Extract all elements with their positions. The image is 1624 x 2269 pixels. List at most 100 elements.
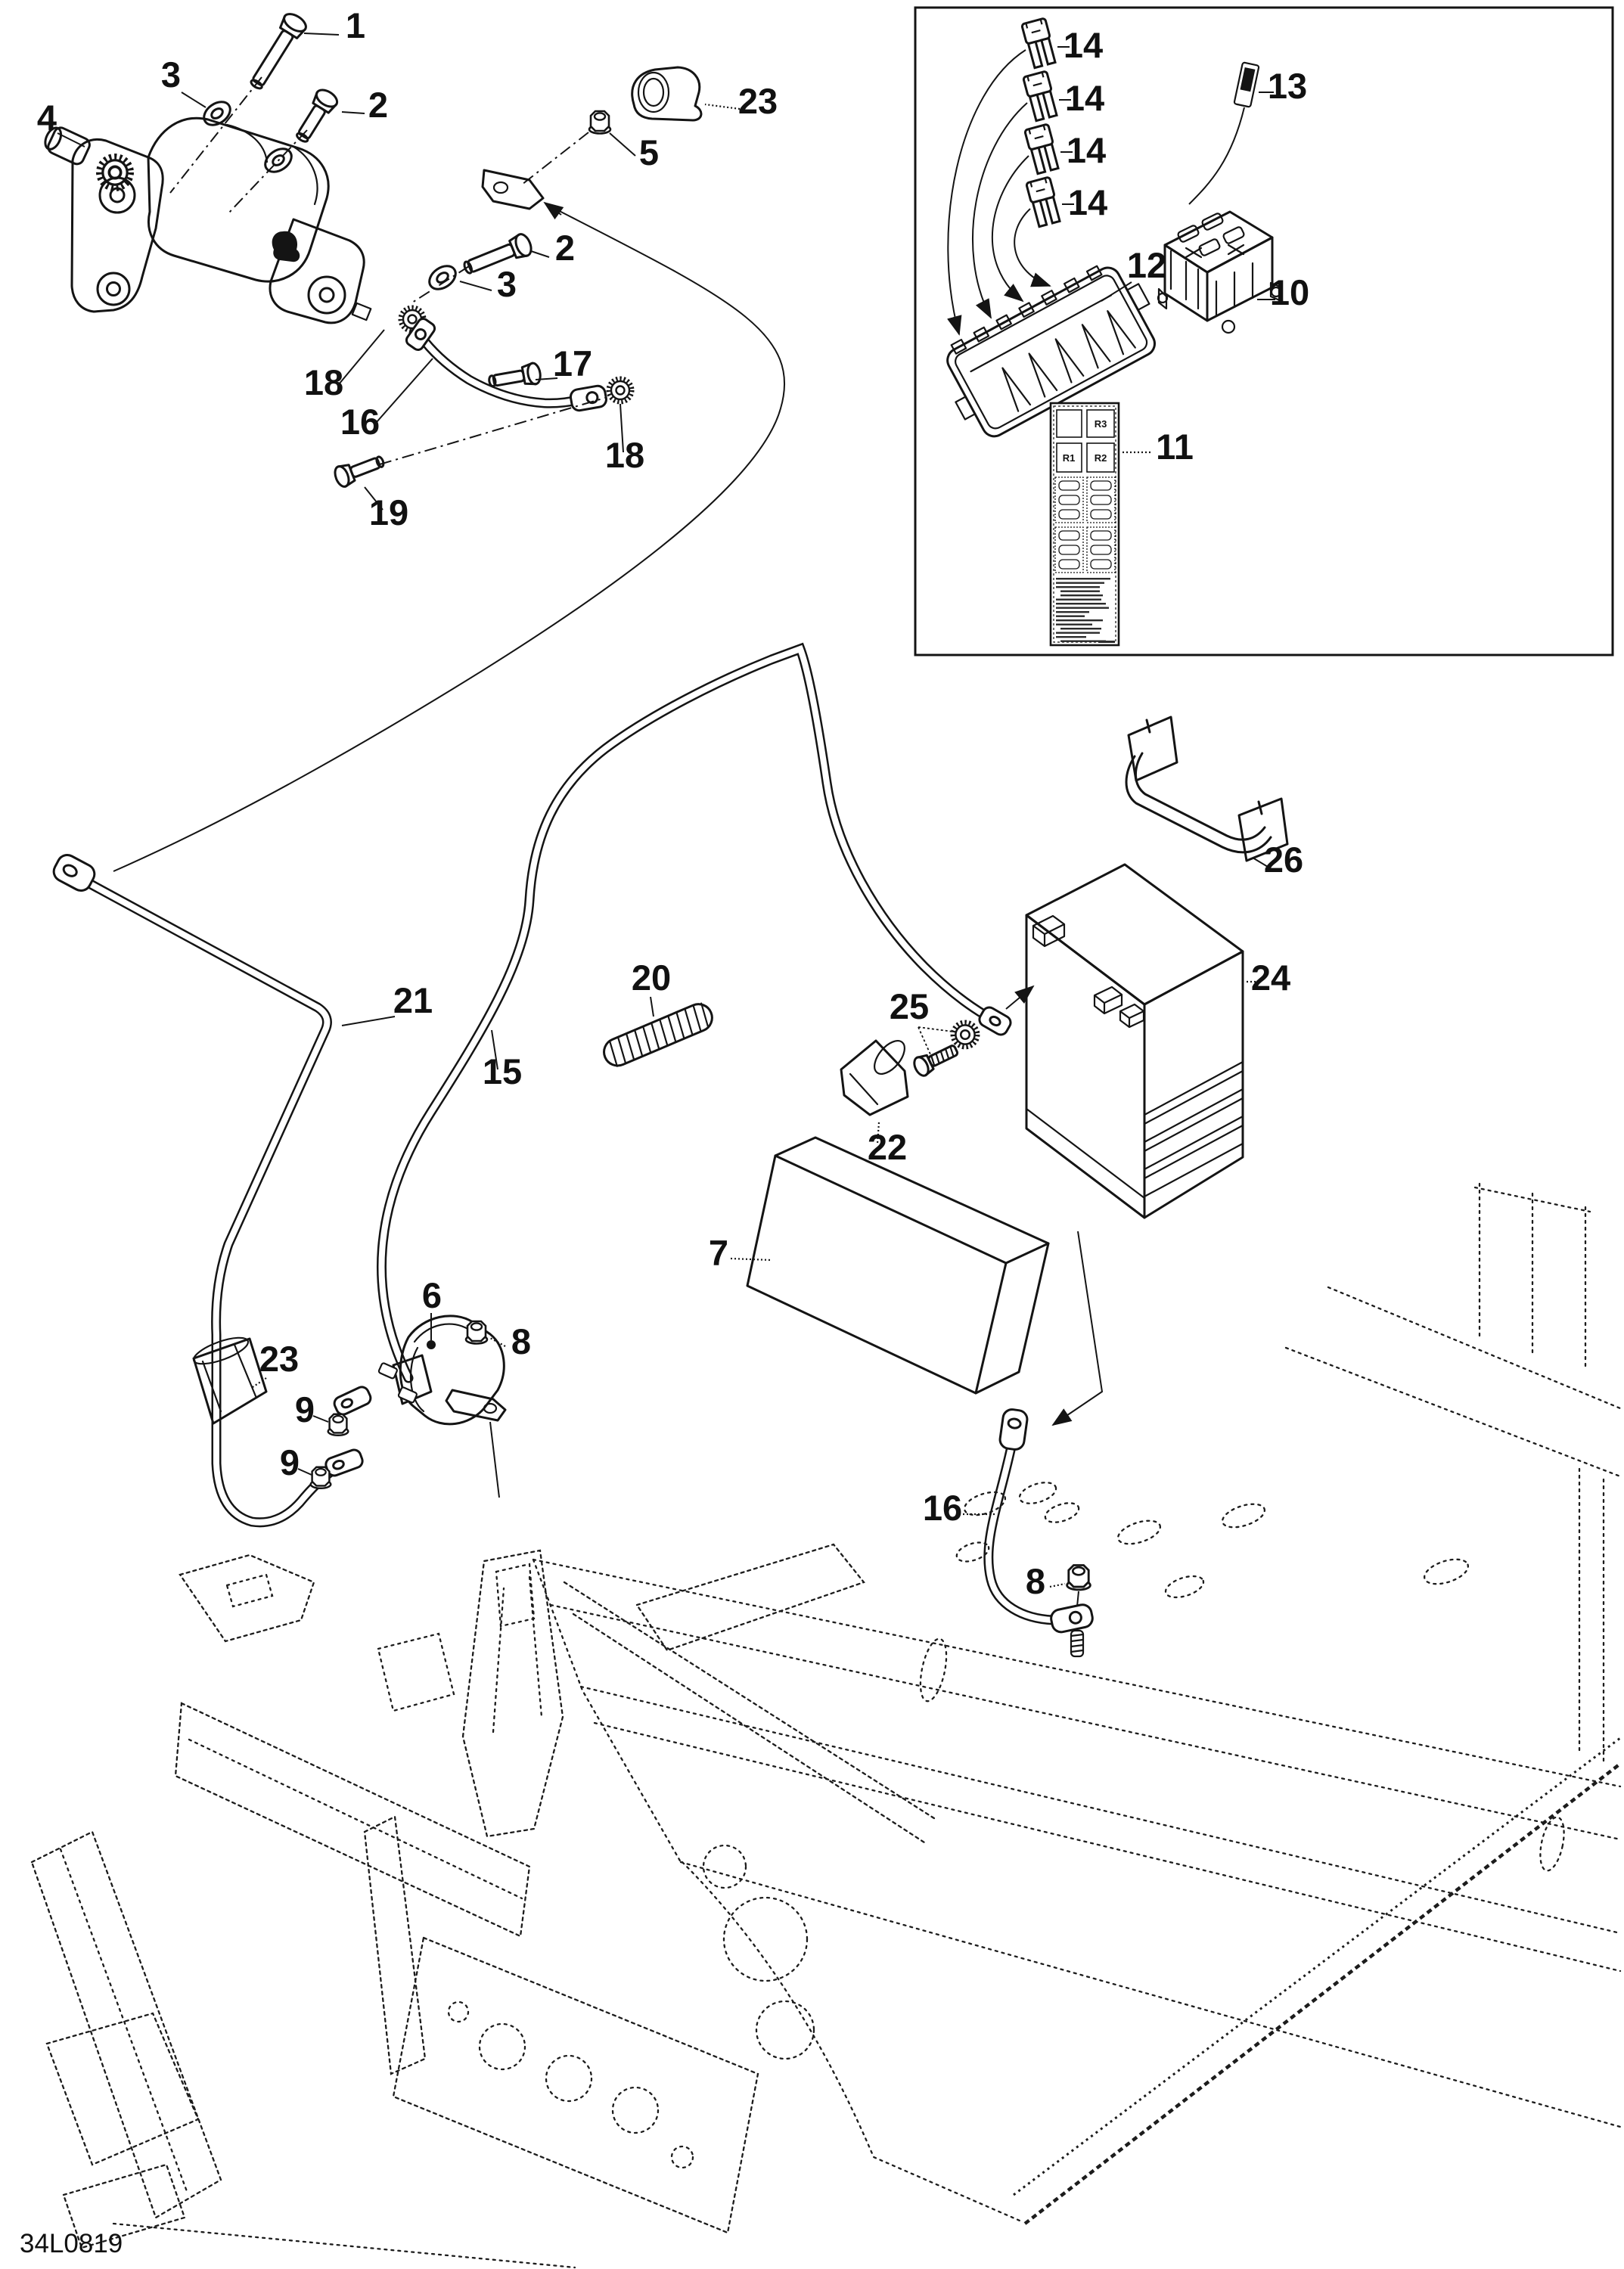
callout-2: 2 (368, 85, 388, 125)
starter-keyway (272, 231, 300, 262)
bolt-17 (488, 362, 542, 388)
cover-latch (1126, 283, 1150, 311)
relay-r3-label: R3 (1095, 418, 1107, 430)
solenoid-bracket (445, 1389, 507, 1422)
callout-16: 16 (923, 1488, 962, 1528)
callout-23: 23 (259, 1339, 299, 1379)
callout-24: 24 (1251, 958, 1290, 998)
pad-7 (746, 1136, 1050, 1395)
starter-motor-assembly (44, 116, 424, 331)
nut-9a (327, 1413, 349, 1437)
starter-bracket (70, 138, 164, 313)
fuse-leader-curves (947, 49, 1051, 336)
nut-8a (464, 1320, 489, 1345)
callout-10: 10 (1270, 272, 1309, 312)
inset-border (914, 6, 1614, 656)
battery-cable-21 (52, 853, 347, 1528)
chassis-front-bulkhead (30, 1543, 938, 2269)
callout-20: 20 (632, 958, 671, 998)
fuse-box-cover (946, 265, 1156, 438)
callout-1: 1 (346, 5, 365, 45)
starter-fasteners (113, 13, 785, 872)
callout-4: 4 (37, 98, 57, 138)
relay-r1-label: R1 (1063, 452, 1076, 464)
star-washer-18b (609, 379, 632, 402)
spring-conduit-20 (603, 1002, 713, 1067)
callout-2: 2 (555, 228, 575, 268)
callout-14: 14 (1064, 25, 1103, 65)
callout-22: 22 (868, 1127, 907, 1167)
callout-18: 18 (304, 362, 343, 402)
bolt-25 (913, 1044, 959, 1077)
starter-cable-15 (376, 642, 1035, 1383)
callout-15: 15 (483, 1051, 522, 1091)
boot-22 (840, 1039, 909, 1116)
starter-terminal-stud (351, 302, 372, 321)
decal-legend-text-lines (1056, 578, 1115, 643)
starter-cable-16 (334, 317, 632, 488)
callout-14: 14 (1068, 182, 1107, 222)
bolt-19 (334, 455, 385, 488)
callout-17: 17 (553, 343, 592, 383)
cable21-ring-terminal (52, 853, 96, 892)
callout-12: 12 (1127, 245, 1166, 285)
battery-strap (1125, 715, 1289, 862)
solenoid (377, 1313, 507, 1498)
fuse-holder-block (1157, 210, 1283, 334)
bolt-1 (250, 13, 307, 90)
callout-23: 23 (738, 81, 778, 121)
relay-r2-label: R2 (1095, 452, 1107, 464)
lug-9a (333, 1386, 372, 1416)
bolt-2b (463, 233, 533, 275)
callout-9: 9 (295, 1389, 315, 1429)
cable16b-lug (1050, 1603, 1094, 1634)
washer-3c (424, 259, 461, 296)
cable16-lug-b (569, 384, 607, 412)
battery-label-bands (1025, 1060, 1244, 1200)
callout-6: 6 (422, 1275, 442, 1315)
cable16-lug-a (405, 317, 436, 352)
ground-cable-16 (983, 1408, 1094, 1658)
fuse-13-icon (1188, 61, 1274, 205)
screw-washer-25 (913, 1023, 977, 1077)
terminal-plate (481, 169, 545, 210)
nut-5 (588, 110, 612, 135)
callout-9: 9 (280, 1442, 300, 1482)
boot-23a (631, 66, 703, 122)
starter-body (147, 116, 330, 283)
nut-9b (309, 1466, 332, 1490)
callout-5: 5 (639, 132, 659, 172)
solenoid-terminals (309, 1386, 372, 1490)
callout-19: 19 (369, 492, 408, 532)
fuse-decal: R3 R1 R2 (1049, 402, 1153, 647)
battery (1025, 863, 1244, 1426)
boot-23b (192, 1336, 268, 1425)
cable15-battery-lug (978, 1006, 1012, 1036)
drawing-code: 34L0819 (20, 2229, 123, 2258)
fuse-14-icons (1020, 17, 1074, 228)
callout-leaders (57, 33, 1268, 1588)
callout-14: 14 (1065, 78, 1104, 118)
callout-11: 11 (1156, 427, 1194, 467)
starter-pinion (44, 126, 130, 188)
decal-fuse-slots (1058, 480, 1112, 570)
callout-3: 3 (497, 264, 517, 304)
callout-8: 8 (511, 1321, 531, 1361)
callout-13: 13 (1268, 66, 1307, 106)
callout-25: 25 (890, 986, 929, 1026)
starter-end-cap (269, 218, 365, 324)
inset-fuse-box-panel: R3 R1 R2 (914, 6, 1614, 656)
cable16b-ring-terminal (998, 1408, 1029, 1451)
callout-7: 7 (709, 1233, 728, 1273)
nut-8b (1066, 1564, 1091, 1591)
tunnel-holes (919, 1482, 1565, 1872)
callout-16: 16 (340, 402, 380, 442)
ground-stud (1070, 1629, 1085, 1658)
callout-26: 26 (1264, 840, 1303, 880)
callout-21: 21 (393, 980, 433, 1020)
battery-terminals (1032, 914, 1145, 1029)
callout-14: 14 (1067, 130, 1106, 170)
